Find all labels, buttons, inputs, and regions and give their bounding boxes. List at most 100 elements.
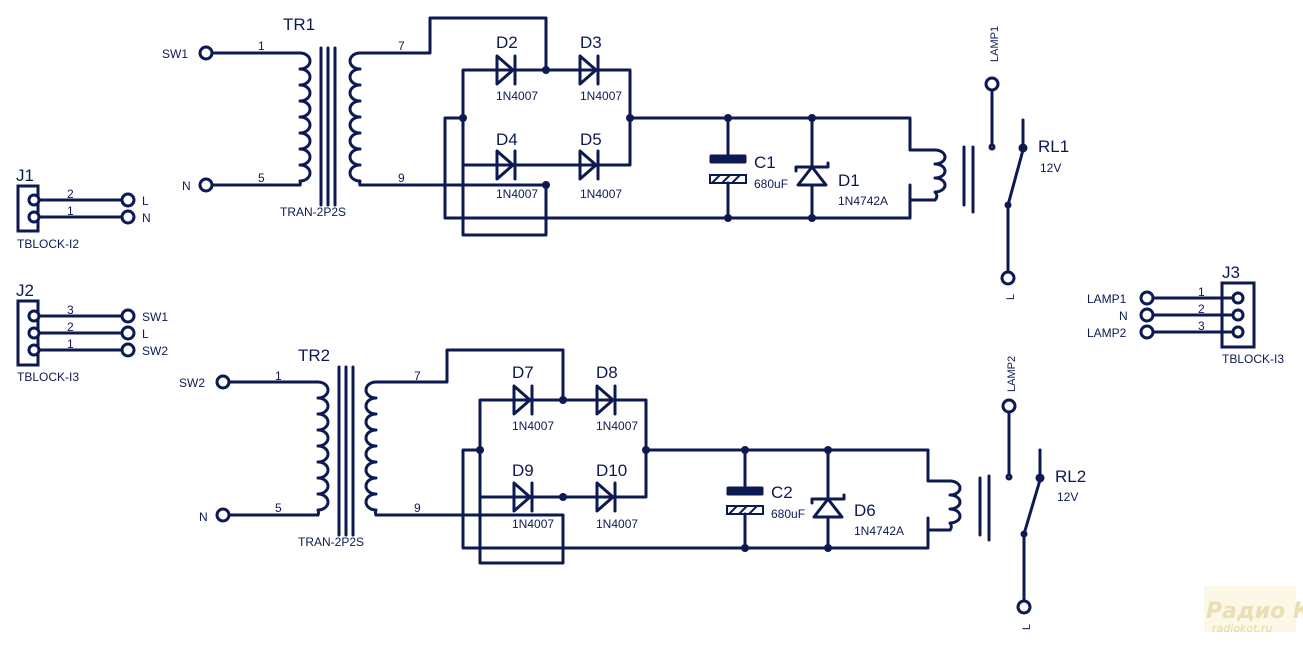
j1-pin-2-num: 2 [67, 187, 74, 201]
junction-c1-bottom [724, 214, 732, 222]
tr1-primary-coil [298, 51, 312, 187]
d6-part: 1N4742A [854, 524, 904, 538]
j1-terminal-n[interactable] [120, 209, 136, 225]
watermark: Радио КОТ radiokot.ru [1204, 586, 1303, 635]
watermark-logo: Радио КОТ [1206, 599, 1303, 624]
j1-ref: J1 [16, 166, 34, 185]
j3-pin-2-net: N [1119, 309, 1128, 323]
d5-part: 1N4007 [580, 187, 622, 201]
diode-d3: D3 1N4007 [578, 33, 622, 103]
j2-terminal-sw1[interactable] [120, 308, 136, 324]
dc-section-1: C1 680uF D1 1N4742A [628, 114, 937, 222]
junction-d1-top [808, 114, 816, 122]
rl1-l-label: L [1005, 294, 1017, 300]
rl1-terminal-lamp1[interactable] [984, 76, 1000, 92]
junction-bridge1-left [459, 114, 467, 122]
c2-ref: C2 [771, 483, 793, 502]
bridge-rectifier-1: D2 1N4007 D3 1N4007 D4 1N4007 D5 1N4007 [443, 33, 912, 220]
bridge-rectifier-2: D7 1N4007 D8 1N4007 D9 1N4007 D10 1N4007 [461, 363, 930, 550]
d10-ref: D10 [596, 461, 627, 480]
c1-value: 680uF [754, 177, 788, 191]
tr1-secondary-lead-7 [358, 16, 548, 72]
d2-part: 1N4007 [496, 89, 538, 103]
rl1-coil [933, 148, 947, 202]
tr1-secondary-lead-9 [358, 116, 548, 237]
c2-value: 680uF [771, 507, 805, 521]
j1-terminal-l[interactable] [120, 192, 136, 208]
tr1-net-sw1: SW1 [162, 47, 188, 61]
dc-section-2: C2 680uF D6 1N4742A [644, 446, 952, 552]
junction-bridge2-bottom [559, 493, 567, 501]
diode-d2: D2 1N4007 [495, 33, 538, 103]
tr2-secondary-lead-7 [374, 348, 565, 402]
diode-d4: D4 1N4007 [495, 130, 538, 201]
rl1-value: 12V [1040, 161, 1061, 175]
rl1-switch-blade [1006, 148, 1025, 207]
j3-pin-2-num: 2 [1198, 302, 1205, 316]
j1-pin-2-net: L [142, 194, 149, 208]
rl2-terminal-l[interactable] [1016, 599, 1032, 615]
tr1-part: TRAN-2P2S [280, 205, 346, 219]
rl2-terminal-lamp2[interactable] [1001, 398, 1017, 414]
channel-2: TR2 TRAN-2P2S 1 5 7 9 SW2 N D7 [179, 346, 1086, 630]
connector-j3: J3 1 2 3 LAMP1 N LAMP2 TBLOCK-I3 [1087, 263, 1284, 366]
diode-d5: D5 1N4007 [578, 130, 622, 201]
diode-d9: D9 1N4007 [512, 461, 554, 531]
rl2-lamp2-label: LAMP2 [1006, 356, 1018, 392]
junction-bridge2-top [559, 396, 567, 404]
d9-ref: D9 [512, 461, 534, 480]
rl2-coil [948, 479, 962, 532]
d1-ref: D1 [838, 171, 860, 190]
rl2-switch-blade [1022, 478, 1042, 536]
rl1-core [962, 145, 975, 214]
rl1-lamp1-label: LAMP1 [989, 26, 1001, 62]
j2-terminal-sw2[interactable] [120, 342, 136, 358]
channel-1: TR1 TRAN-2P2S 1 5 7 9 SW1 N D2 [162, 15, 1069, 300]
connector-j1: J1 2 1 L N TBLOCK-I2 [16, 166, 151, 251]
j2-part: TBLOCK-I3 [17, 370, 79, 384]
rl1-terminal-l[interactable] [1000, 270, 1016, 286]
j2-ref: J2 [16, 281, 34, 300]
j2-terminal-l[interactable] [120, 325, 136, 341]
d8-ref: D8 [596, 363, 618, 382]
tr2-primary-coil [316, 380, 330, 517]
j3-pin-3-num: 3 [1198, 319, 1205, 333]
tr1-secondary-coil [348, 51, 362, 187]
d7-part: 1N4007 [512, 419, 554, 433]
tr2-part: TRAN-2P2S [298, 535, 364, 549]
relay-rl1: RL1 12V LAMP1 L [933, 26, 1069, 300]
tr1-terminal-sw1[interactable] [198, 45, 214, 61]
j3-terminal-n[interactable] [1139, 307, 1155, 323]
junction-c1-top [724, 114, 732, 122]
j1-pin-1-net: N [142, 211, 151, 225]
tr2-pin-1: 1 [275, 369, 282, 383]
diode-d8: D8 1N4007 [595, 363, 638, 433]
rl1-ref: RL1 [1038, 137, 1069, 156]
rl2-ref: RL2 [1055, 467, 1086, 486]
dc1-positive-rail [628, 116, 937, 152]
tr2-net-sw2: SW2 [179, 376, 205, 390]
zener-d1: D1 1N4742A [794, 116, 888, 220]
j2-pin-1-num: 1 [67, 337, 74, 351]
junction-d6-top [824, 446, 832, 454]
tr1-pin-9: 9 [398, 171, 405, 185]
tr2-pin-9: 9 [414, 501, 421, 515]
j3-terminal-lamp2[interactable] [1139, 324, 1155, 340]
zener-d6: D6 1N4742A [810, 448, 904, 550]
d8-part: 1N4007 [596, 419, 638, 433]
d3-part: 1N4007 [580, 89, 622, 103]
junction-d6-bottom [824, 544, 832, 552]
tr2-terminal-n[interactable] [215, 507, 231, 523]
j3-pin-1-num: 1 [1198, 285, 1205, 299]
j2-pin-3-net: SW1 [142, 310, 168, 324]
capacitor-c1: C1 680uF [709, 116, 788, 220]
j3-terminal-lamp1[interactable] [1139, 290, 1155, 306]
tr1-terminal-n[interactable] [198, 177, 214, 193]
tr1-net-n: N [182, 179, 191, 193]
junction-c2-top [741, 446, 749, 454]
junction-bridge1-bottom [542, 181, 550, 189]
junction-c2-bottom [741, 544, 749, 552]
c1-ref: C1 [754, 153, 776, 172]
tr2-terminal-sw2[interactable] [215, 374, 231, 390]
j3-part: TBLOCK-I3 [1222, 352, 1284, 366]
